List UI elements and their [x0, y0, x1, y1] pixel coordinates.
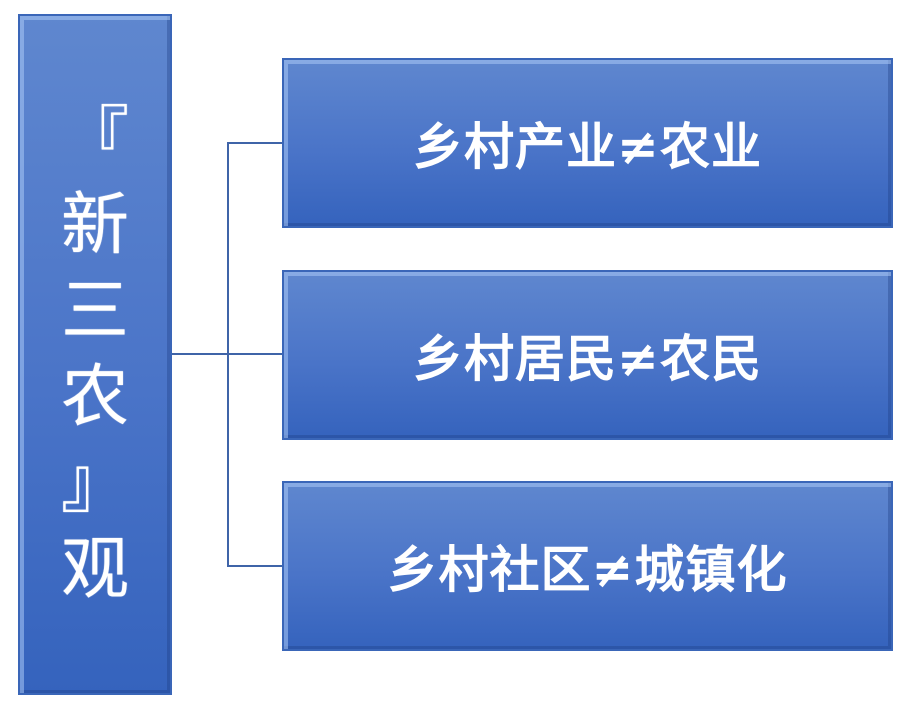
connector-branch [227, 353, 282, 355]
title-char: 农 [60, 357, 129, 437]
item-label: 乡村居民≠农民 [413, 330, 762, 388]
item-box-residents: 乡村居民≠农民 [282, 270, 893, 440]
item-box-industry: 乡村产业≠农业 [282, 58, 893, 228]
connector-branch [227, 142, 282, 144]
title-char: 新 [60, 185, 129, 265]
title-char: 』 [60, 443, 129, 523]
title-char: 『 [60, 99, 129, 179]
title-char: 三 [60, 271, 129, 351]
title-char: 观 [60, 529, 129, 609]
item-box-community: 乡村社区≠城镇化 [282, 481, 893, 651]
connector-branch [227, 565, 282, 567]
item-label: 乡村社区≠城镇化 [387, 541, 788, 599]
title-box: 『 新 三 农 』 观 [18, 14, 172, 695]
connector-main [172, 353, 228, 355]
item-label: 乡村产业≠农业 [413, 118, 762, 176]
